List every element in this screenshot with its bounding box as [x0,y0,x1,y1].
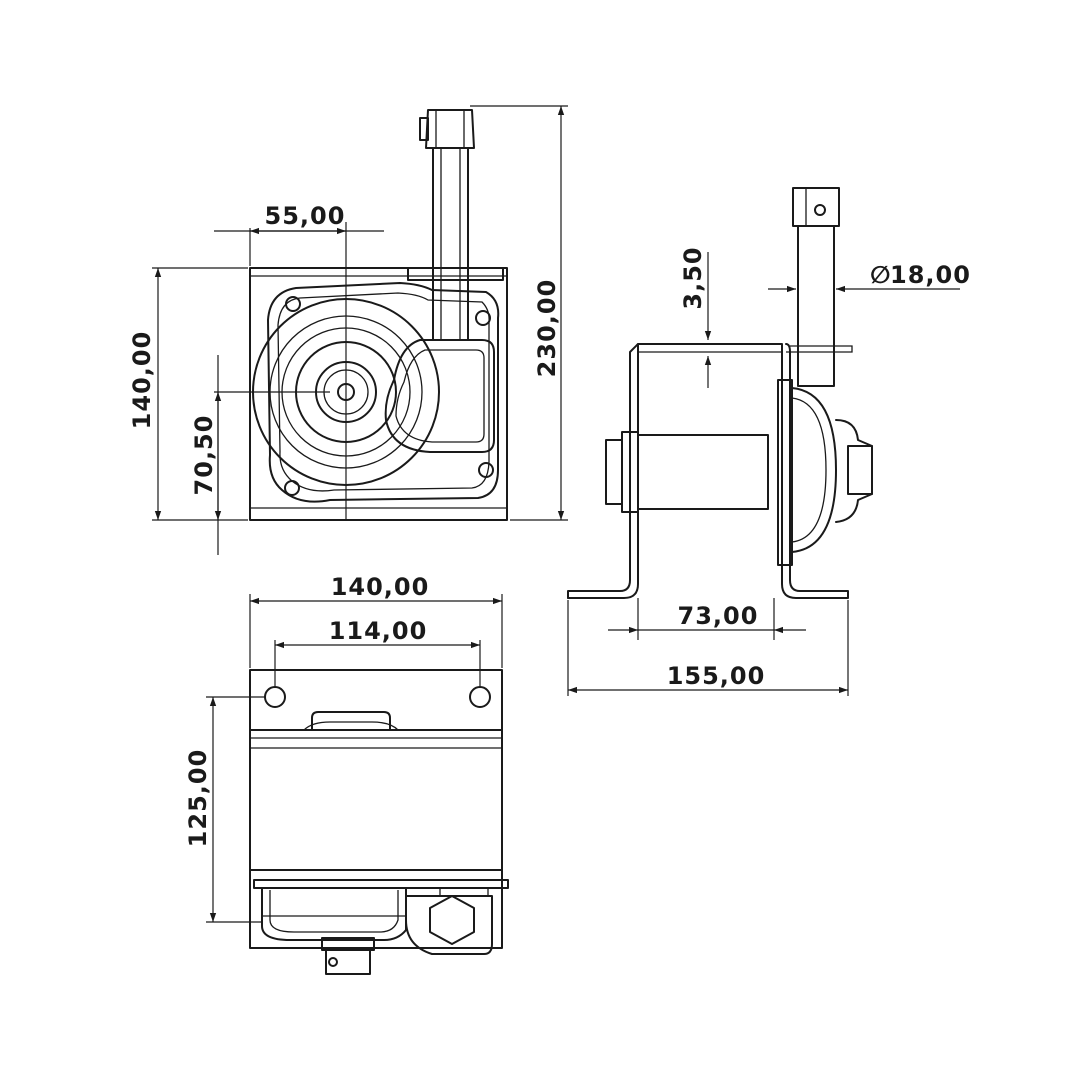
side-view [567,187,873,599]
bottom-hex-nut [429,895,475,945]
dim-125: 125,00 [184,749,212,848]
dim-230: 230,00 [533,279,561,378]
dim-diameter-symbol: ∅ [870,261,892,289]
bottom-flange [253,879,509,889]
side-bracket [567,343,849,599]
bottom-hole-left [264,686,286,708]
dim-155: 155,00 [667,662,766,690]
bottom-view [249,669,509,975]
front-mount-plate [249,267,508,521]
crank-hex-nut [425,109,475,149]
bottom-hole-right [469,686,491,708]
bottom-shaft-tip [325,949,371,975]
bolt-hole-bottom-left [284,480,300,496]
bolt-hole-bottom-right [478,462,494,478]
dim-3-50: 3,50 [679,246,707,309]
dim-70-50: 70,50 [190,415,218,496]
dim-18: 18,00 [890,261,971,289]
side-gear-disk [791,387,837,553]
crank-shaft [432,147,469,341]
gearbox-lobe [384,339,495,453]
side-hex-nut [792,187,840,227]
dim-55: 55,00 [265,202,346,230]
dim-114: 114,00 [329,617,428,645]
bottom-base-plate [249,669,503,949]
dim-140-vertical: 140,00 [128,331,156,430]
dim-140-horizontal: 140,00 [331,573,430,601]
bottom-view-dimensions: 140,00 114,00 125,00 [184,573,503,923]
gear-housing [267,282,500,503]
front-view-dimensions: 55,00 140,00 70,50 230,00 [128,105,568,555]
bolt-hole-top-right [475,310,491,326]
bolt-hole-top-left [285,296,301,312]
side-crank-shaft [797,225,835,387]
front-view [214,109,508,521]
side-view-dimensions: 3,50 ∅ 18,00 73,00 155,00 [567,246,971,696]
dim-73: 73,00 [678,602,759,630]
side-drum-axle [637,434,769,510]
